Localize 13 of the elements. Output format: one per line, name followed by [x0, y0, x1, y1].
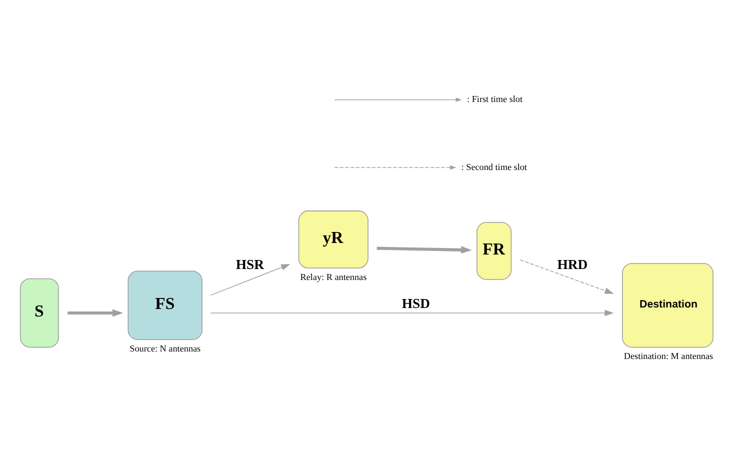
edge-label: HSR	[236, 257, 264, 272]
node-label: Source: N antennas	[130, 344, 201, 354]
arrow	[520, 260, 614, 294]
arrow	[68, 309, 124, 317]
node-label: Relay: R antennas	[300, 272, 367, 282]
edge-label: HSD	[402, 296, 430, 311]
arrow	[210, 264, 290, 296]
legend-label: : First time slot	[467, 94, 523, 104]
node-label: Destination: M antennas	[624, 351, 714, 362]
arrow	[376, 246, 472, 254]
legend-label: : Second time slot	[461, 162, 527, 172]
arrow	[210, 310, 614, 316]
edge-label: HRD	[557, 257, 588, 272]
